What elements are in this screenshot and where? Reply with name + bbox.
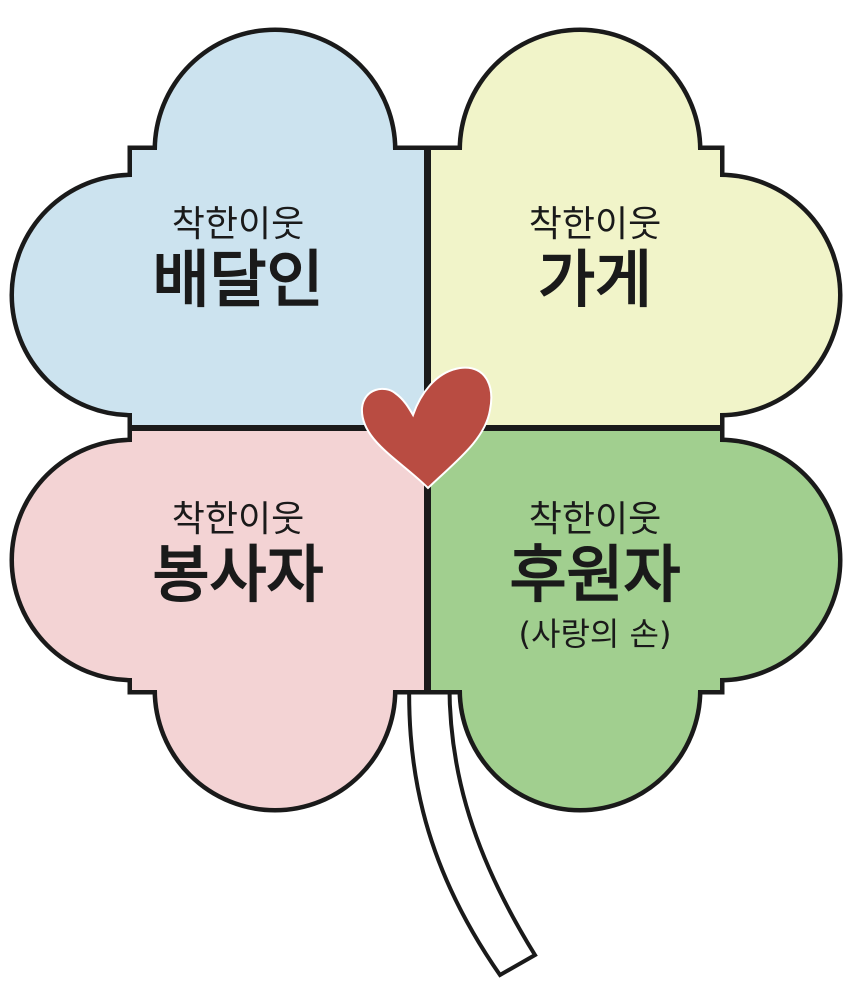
leaf-pink: [14, 431, 424, 808]
leaf-prefix: 착한이웃: [528, 204, 662, 245]
leaf-prefix: 착한이웃: [171, 499, 305, 540]
leaf-label-sponsor: 착한이웃 후원자 (사랑의 손): [445, 499, 745, 653]
leaf-title: 가게: [537, 243, 653, 316]
leaf-title: 후원자: [509, 538, 681, 611]
leaf-label-store: 착한이웃 가게: [445, 205, 745, 315]
leaf-prefix: 착한이웃: [171, 204, 305, 245]
leaf-note: (사랑의 손): [518, 615, 672, 653]
clover-stem: [407, 658, 538, 978]
leaf-yellow: [431, 32, 838, 425]
leaf-blue: [14, 32, 424, 425]
leaf-green: [431, 431, 838, 808]
leaf-prefix: 착한이웃: [528, 499, 662, 540]
leaf-label-delivery: 착한이웃 배달인: [88, 205, 388, 315]
leaf-label-volunteer: 착한이웃 봉사자: [88, 500, 388, 610]
heart-icon: [360, 366, 493, 490]
leaf-title: 배달인: [152, 243, 324, 316]
leaf-title: 봉사자: [152, 538, 324, 611]
